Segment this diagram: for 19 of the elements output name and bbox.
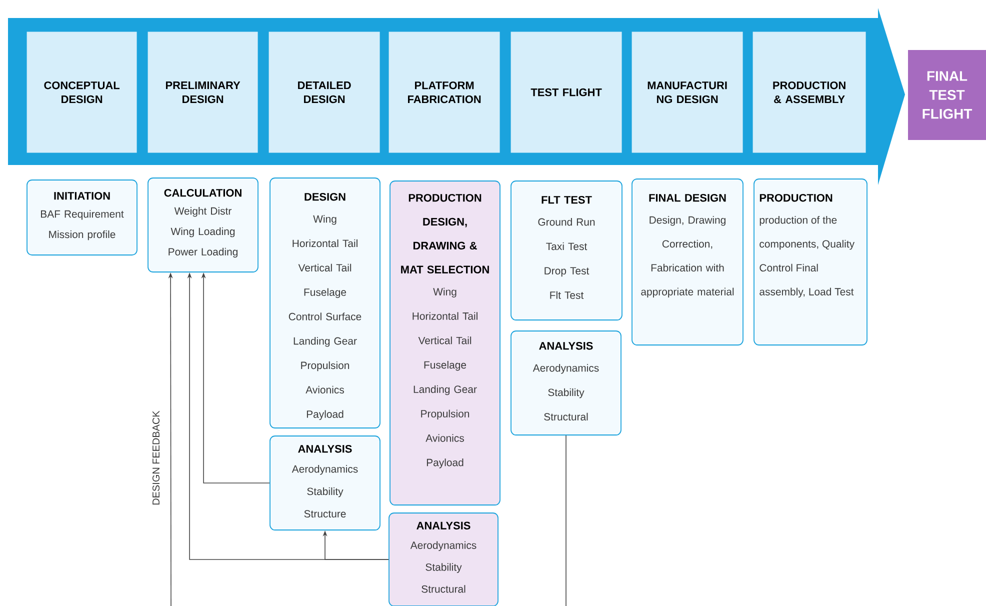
stage-box: MANUFACTURI NG DESIGN: [632, 32, 743, 153]
info-box: PRODUCTION production of the components, Quality Control Final assembly, Load Test: [754, 178, 868, 346]
info-box: PRODUCTION DESIGN, DRAWING & MAT SELECTION Wing Horizontal Tail Vertical Tail Fuselage Landing Gear Propulsion Avionics Payload: [390, 180, 500, 506]
stage-box: DETAILED DESIGN: [268, 32, 380, 153]
info-box: ANALYSIS Aerodynamics Stability Structure: [270, 436, 380, 530]
info-box: FINAL DESIGN Design, Drawing Correction, Fabrication with appropriate material: [632, 178, 744, 346]
stage-box: PRELIMINARY DESIGN: [148, 32, 258, 153]
info-box: FLT TEST Ground Run Taxi Test Drop Test Flt Test: [510, 180, 622, 320]
final-box: FINAL TEST FLIGHT: [908, 50, 986, 140]
side-label: DESIGN FEEDBACK: [152, 410, 160, 505]
info-box: INITIATION BAF Requirement Mission profile: [26, 180, 138, 256]
info-box: ANALYSIS Aerodynamics Stability Structural: [388, 512, 498, 606]
info-box: DESIGN Wing Horizontal Tail Vertical Tail Fuselage Control Surface Landing Gear Propulsion Avionics Payload: [270, 178, 380, 428]
info-box: CALCULATION Weight Distr Wing Loading Power Loading: [148, 178, 258, 272]
info-box: ANALYSIS Aerodynamics Stability Structural: [510, 330, 622, 436]
stage-box: PRODUCTION & ASSEMBLY: [752, 32, 866, 153]
stage-box: TEST FLIGHT: [510, 32, 622, 153]
stage-box: PLATFORM FABRICATION: [388, 32, 500, 153]
stage-box: CONCEPTUAL DESIGN: [26, 32, 137, 153]
